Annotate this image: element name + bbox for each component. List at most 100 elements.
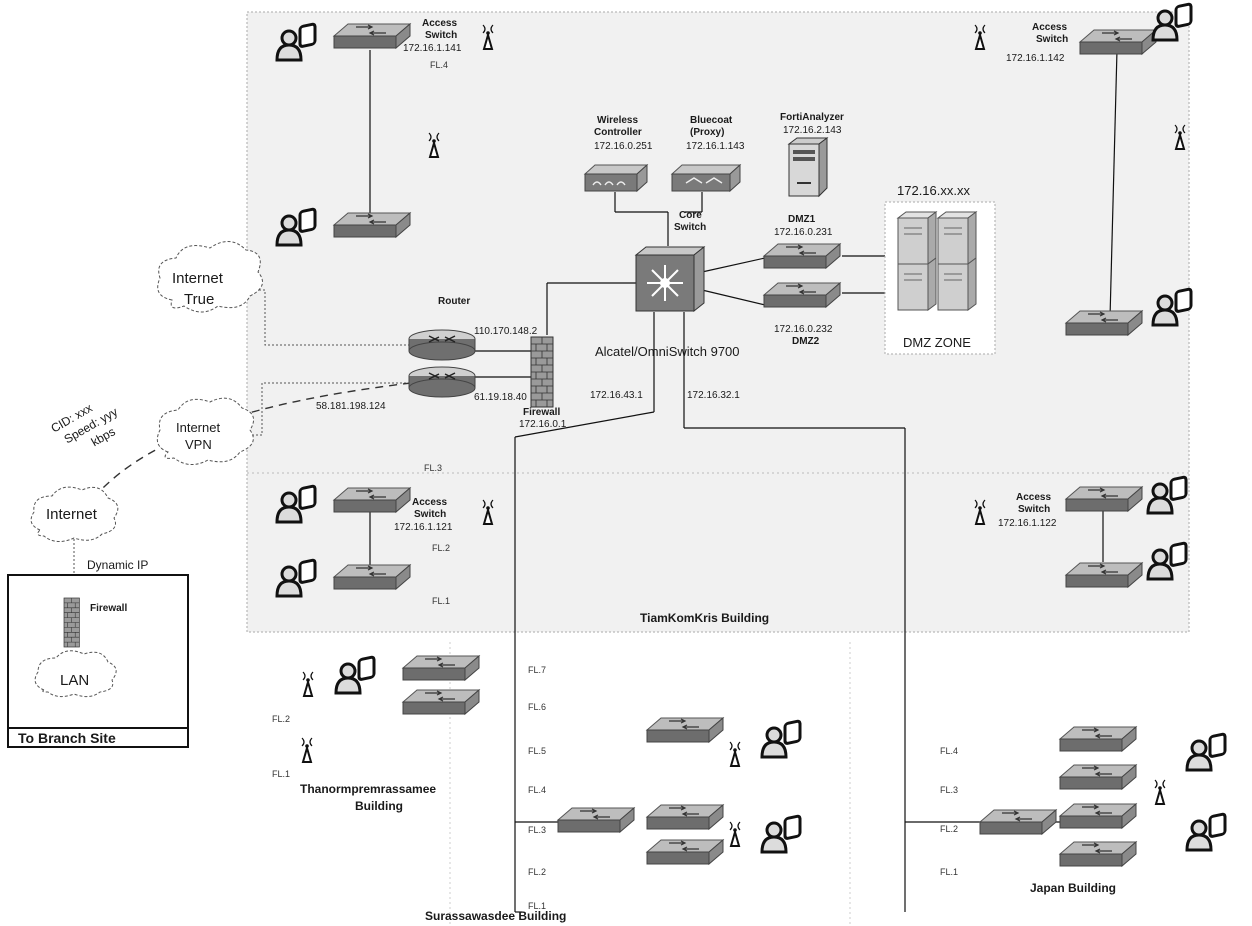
bluecoat-ip: 172.16.1.143 (686, 141, 745, 152)
surassa-building-label: Surassawasdee Building (425, 909, 566, 923)
branch-lan-cloud: LAN (34, 650, 117, 698)
wireless-label-1: Wireless (597, 115, 638, 126)
dmz-servers-icon (896, 211, 978, 311)
core-switch-label-1: Core (679, 210, 702, 221)
wireless-ap-icon (729, 821, 741, 847)
core-switch-label-2: Switch (674, 222, 706, 233)
router-ip-vpn: 61.19.18.40 (474, 392, 527, 403)
switch-icon (646, 839, 724, 865)
router-ip-vpn-out: 58.181.198.124 (316, 401, 386, 412)
wireless-controller-icon (583, 163, 649, 193)
surassa-distribution-switch-icon (557, 807, 635, 833)
sw-141-label-1: Access (422, 18, 457, 29)
switch-icon (333, 212, 411, 238)
user-workstation-icon (1185, 812, 1227, 852)
japan-building-label: Japan Building (1030, 881, 1116, 895)
sw-122-label-2: Switch (1018, 504, 1050, 515)
router-vpn-icon (408, 366, 476, 398)
sw-121-label-1: Access (412, 497, 447, 508)
japan-fl2: FL.2 (940, 824, 958, 834)
wireless-ip: 172.16.0.251 (594, 141, 653, 152)
sw-121-floor: FL.2 (432, 543, 450, 553)
user-workstation-icon (334, 655, 376, 695)
switch-icon (1059, 764, 1137, 790)
sw-121-ip: 172.16.1.121 (394, 522, 453, 533)
bluecoat-proxy-icon (670, 163, 742, 193)
fortianalyzer-ip: 172.16.2.143 (783, 125, 842, 136)
switch-icon (1059, 803, 1137, 829)
internet-true-label-2: True (184, 291, 214, 308)
dmz1-label: DMZ1 (788, 214, 816, 225)
dynamic-ip-label: Dynamic IP (87, 558, 148, 572)
core-ip-right: 172.16.32.1 (687, 390, 740, 401)
internet-true-label-1: Internet (172, 270, 224, 287)
sw-141-label-2: Switch (425, 30, 457, 41)
dmz2-ip: 172.16.0.232 (774, 324, 833, 335)
tiamkomkris-building-area (246, 11, 1190, 633)
surassa-fl7: FL.7 (528, 665, 546, 675)
sw-142-label-1: Access (1032, 22, 1067, 33)
dmz1-ip: 172.16.0.231 (774, 227, 833, 238)
switch-icon (402, 689, 480, 715)
internet-vpn-label-2: VPN (185, 437, 212, 452)
sw-142-label-2: Switch (1036, 34, 1068, 45)
japan-fl3: FL.3 (940, 785, 958, 795)
core-switch-icon (634, 245, 706, 313)
sw-142-ip: 172.16.1.142 (1006, 53, 1065, 64)
wireless-ap-icon (301, 737, 313, 763)
switch-icon (646, 717, 724, 743)
thanorm-fl1: FL.1 (272, 769, 290, 779)
switch-icon (402, 655, 480, 681)
surassa-fl4: FL.4 (528, 785, 546, 795)
fortianalyzer-server-icon (787, 137, 829, 198)
router-true-icon (408, 329, 476, 361)
dmz-subnet: 172.16.xx.xx (897, 183, 970, 198)
access-switch-142-icon (1079, 29, 1157, 55)
dmz-zone-label: DMZ ZONE (903, 335, 971, 350)
japan-distribution-switch-icon (979, 809, 1057, 835)
surassa-fl1: FL.1 (528, 901, 546, 911)
vpn-link-label: CID: xxx Speed: yyy kbps (48, 401, 120, 450)
switch-icon (1065, 562, 1143, 588)
firewall-ip: 172.16.0.1 (519, 419, 567, 430)
tiamkomkris-fl1: FL.1 (432, 596, 450, 606)
thanorm-fl2: FL.2 (272, 714, 290, 724)
core-switch-model: Alcatel/OmniSwitch 9700 (595, 344, 740, 359)
sw-121-label-2: Switch (414, 509, 446, 520)
branch-internet-cloud: Internet (30, 486, 119, 542)
switch-icon (1059, 841, 1137, 867)
internet-vpn-cloud: Internet VPN (156, 397, 255, 465)
surassa-fl6: FL.6 (528, 702, 546, 712)
japan-fl4: FL.4 (940, 746, 958, 756)
japan-fl1: FL.1 (940, 867, 958, 877)
router-label: Router (438, 296, 470, 307)
access-switch-121-icon (333, 487, 411, 513)
dmz2-switch-icon (763, 282, 841, 308)
main-firewall-icon (530, 336, 554, 408)
wireless-ap-icon (302, 671, 314, 697)
branch-firewall-icon (63, 597, 80, 648)
internet-vpn-label-1: Internet (176, 420, 220, 435)
firewall-label: Firewall (523, 407, 560, 418)
user-workstation-icon (760, 814, 802, 854)
thanorm-building-label-1: Thanormpremrassamee (300, 782, 436, 796)
branch-site-title: To Branch Site (18, 730, 116, 746)
core-ip-left: 172.16.43.1 (590, 390, 643, 401)
sw-141-floor: FL.4 (430, 60, 448, 70)
branch-firewall-label: Firewall (90, 603, 127, 614)
dmz1-switch-icon (763, 243, 841, 269)
router-ip-true: 110.170.148.2 (474, 326, 538, 337)
sw-141-ip: 172.16.1.141 (403, 43, 462, 54)
user-workstation-icon (1185, 732, 1227, 772)
fortianalyzer-label: FortiAnalyzer (780, 112, 844, 123)
access-switch-141-icon (333, 23, 411, 49)
switch-icon (1065, 310, 1143, 336)
links (369, 49, 1118, 913)
branch-lan-label: LAN (60, 672, 89, 689)
user-workstation-icon (760, 719, 802, 759)
wireless-ap-icon (1154, 779, 1166, 805)
thanorm-building-label-2: Building (355, 799, 403, 813)
sw-122-label-1: Access (1016, 492, 1051, 503)
branch-internet-label: Internet (46, 506, 98, 523)
